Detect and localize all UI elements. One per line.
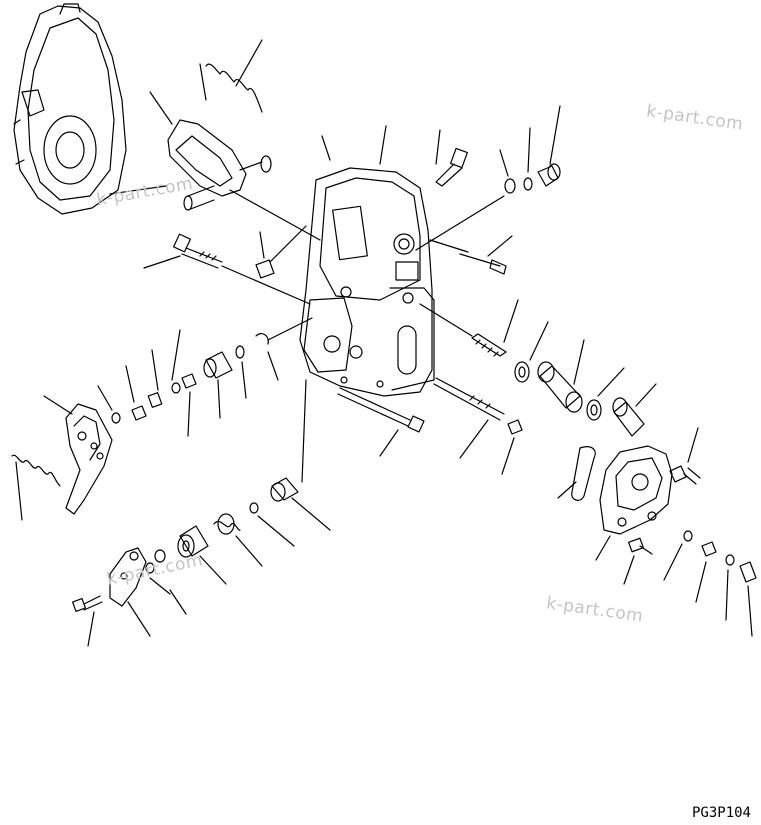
drawing-code: PG3P104	[691, 805, 751, 821]
bolt-cover-bottom	[624, 538, 652, 584]
governor-housing	[300, 126, 434, 396]
oring-left	[236, 346, 246, 398]
washer-small-right	[726, 555, 734, 620]
cap-right	[613, 384, 656, 436]
pin-bottom	[155, 550, 186, 614]
nut-left	[182, 374, 196, 436]
oring-bottom	[250, 503, 294, 546]
bolt-lower-center	[338, 388, 424, 456]
bolt-right-cover	[670, 428, 700, 484]
gasket-right	[558, 447, 595, 501]
upper-spring	[200, 40, 262, 112]
lever-upper	[110, 92, 320, 240]
housing-cover	[14, 4, 126, 214]
nut-cover	[696, 542, 716, 602]
bushing-bottom	[178, 526, 226, 584]
nut-lower-right	[502, 420, 522, 474]
washer-right	[515, 322, 548, 382]
cover-plate-right	[596, 446, 672, 560]
lever-lower	[44, 396, 112, 514]
ring-right	[587, 368, 624, 420]
screw-small	[256, 226, 306, 278]
cap-right-top	[416, 106, 560, 250]
ring-small-left	[256, 318, 312, 380]
bolt-lower-right	[434, 378, 504, 458]
spring-bottom	[214, 514, 262, 566]
washer-left-1	[172, 330, 180, 393]
long-bolt-left	[144, 234, 310, 304]
bolt-top	[436, 130, 467, 186]
threaded-plug	[420, 300, 518, 356]
cap-far-right	[740, 562, 756, 636]
bolt-bottom-left	[73, 596, 102, 646]
bracket-bottom	[110, 548, 150, 636]
bolt-right-upper	[430, 236, 512, 274]
washer-bottom	[146, 563, 170, 594]
washer-cover	[664, 531, 692, 580]
lower-spring	[12, 455, 60, 520]
sleeve-right	[538, 340, 584, 412]
washer-left-2	[98, 386, 120, 423]
bushing-small	[148, 350, 162, 407]
plug-lower-center	[271, 380, 330, 530]
bushing-left	[204, 352, 232, 418]
ring-left-2	[126, 366, 146, 420]
